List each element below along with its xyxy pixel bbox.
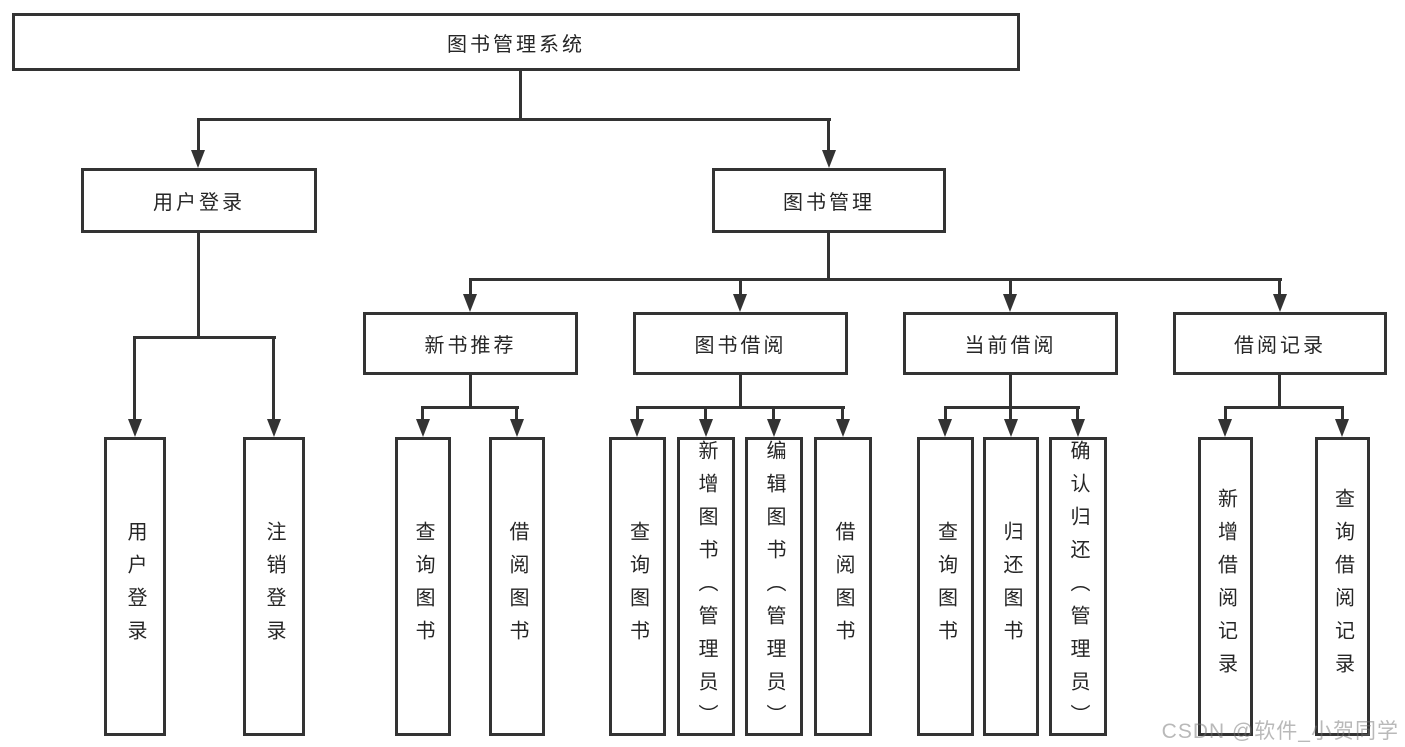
connector-line	[197, 233, 200, 336]
connector-line	[272, 339, 275, 419]
leaf-recommend-borrow-books: 借阅图书	[489, 437, 545, 736]
connector-line	[469, 281, 472, 294]
connector-line	[1278, 375, 1281, 406]
connector-arrowhead	[1003, 294, 1017, 312]
connector-arrowhead	[1071, 419, 1085, 437]
node-borrow-records: 借阅记录	[1173, 312, 1387, 375]
connector-line	[133, 339, 136, 419]
connector-arrowhead	[822, 150, 836, 168]
connector-arrowhead	[836, 419, 850, 437]
node-book-management: 图书管理	[712, 168, 946, 233]
leaf-current-return-books: 归还图书	[983, 437, 1039, 736]
connector-arrowhead	[1273, 294, 1287, 312]
connector-arrowhead	[733, 294, 747, 312]
connector-line	[827, 121, 830, 151]
leaf-recommend-query-books: 查询图书	[395, 437, 451, 736]
node-root: 图书管理系统	[12, 13, 1020, 71]
connector-arrowhead	[128, 419, 142, 437]
leaf-current-confirm-return-admin: 确认归还（管理员）	[1049, 437, 1107, 737]
connector-arrowhead	[1004, 419, 1018, 437]
connector-line	[197, 121, 200, 151]
connector-arrowhead	[699, 419, 713, 437]
node-user-login: 用户登录	[81, 168, 317, 233]
node-book-borrow: 图书借阅	[633, 312, 848, 375]
watermark: CSDN @软件_小贺同学	[1161, 720, 1399, 743]
connector-line	[197, 118, 831, 121]
connector-arrowhead	[416, 419, 430, 437]
connector-line	[421, 409, 424, 419]
leaf-user-login: 用户登录	[104, 437, 166, 736]
connector-arrowhead	[191, 150, 205, 168]
leaf-records-add-record: 新增借阅记录	[1198, 437, 1253, 736]
leaf-current-query-books: 查询图书	[917, 437, 974, 736]
leaf-logout: 注销登录	[243, 437, 305, 736]
connector-line	[469, 375, 472, 406]
leaf-borrow-add-books-admin: 新增图书（管理员）	[677, 437, 735, 737]
leaf-borrow-edit-books-admin: 编辑图书（管理员）	[745, 437, 803, 737]
connector-arrowhead	[510, 419, 524, 437]
connector-line	[1341, 409, 1344, 419]
connector-arrowhead	[1218, 419, 1232, 437]
connector-arrowhead	[267, 419, 281, 437]
connector-line	[519, 71, 522, 118]
connector-line	[469, 278, 1282, 281]
connector-line	[841, 409, 844, 419]
node-new-book-recommend: 新书推荐	[363, 312, 578, 375]
connector-arrowhead	[767, 419, 781, 437]
connector-arrowhead	[1335, 419, 1349, 437]
node-current-borrow: 当前借阅	[903, 312, 1118, 375]
connector-line	[1009, 409, 1012, 419]
connector-line	[772, 409, 775, 419]
leaf-borrow-query-books: 查询图书	[609, 437, 666, 736]
connector-line	[636, 406, 845, 409]
connector-line	[1224, 406, 1344, 409]
connector-line	[1278, 281, 1281, 294]
leaf-records-query-record: 查询借阅记录	[1315, 437, 1370, 736]
connector-line	[421, 406, 519, 409]
connector-line	[739, 375, 742, 406]
connector-line	[739, 281, 742, 294]
connector-line	[1224, 409, 1227, 419]
connector-arrowhead	[463, 294, 477, 312]
connector-line	[1009, 375, 1012, 406]
connector-line	[133, 336, 276, 339]
connector-line	[1009, 281, 1012, 294]
connector-line	[636, 409, 639, 419]
connector-line	[1076, 409, 1079, 419]
connector-arrowhead	[630, 419, 644, 437]
connector-line	[704, 409, 707, 419]
leaf-borrow-borrow-books: 借阅图书	[814, 437, 872, 736]
connector-line	[515, 409, 518, 419]
connector-line	[944, 406, 1080, 409]
connector-line	[827, 233, 830, 278]
connector-line	[944, 409, 947, 419]
connector-arrowhead	[938, 419, 952, 437]
